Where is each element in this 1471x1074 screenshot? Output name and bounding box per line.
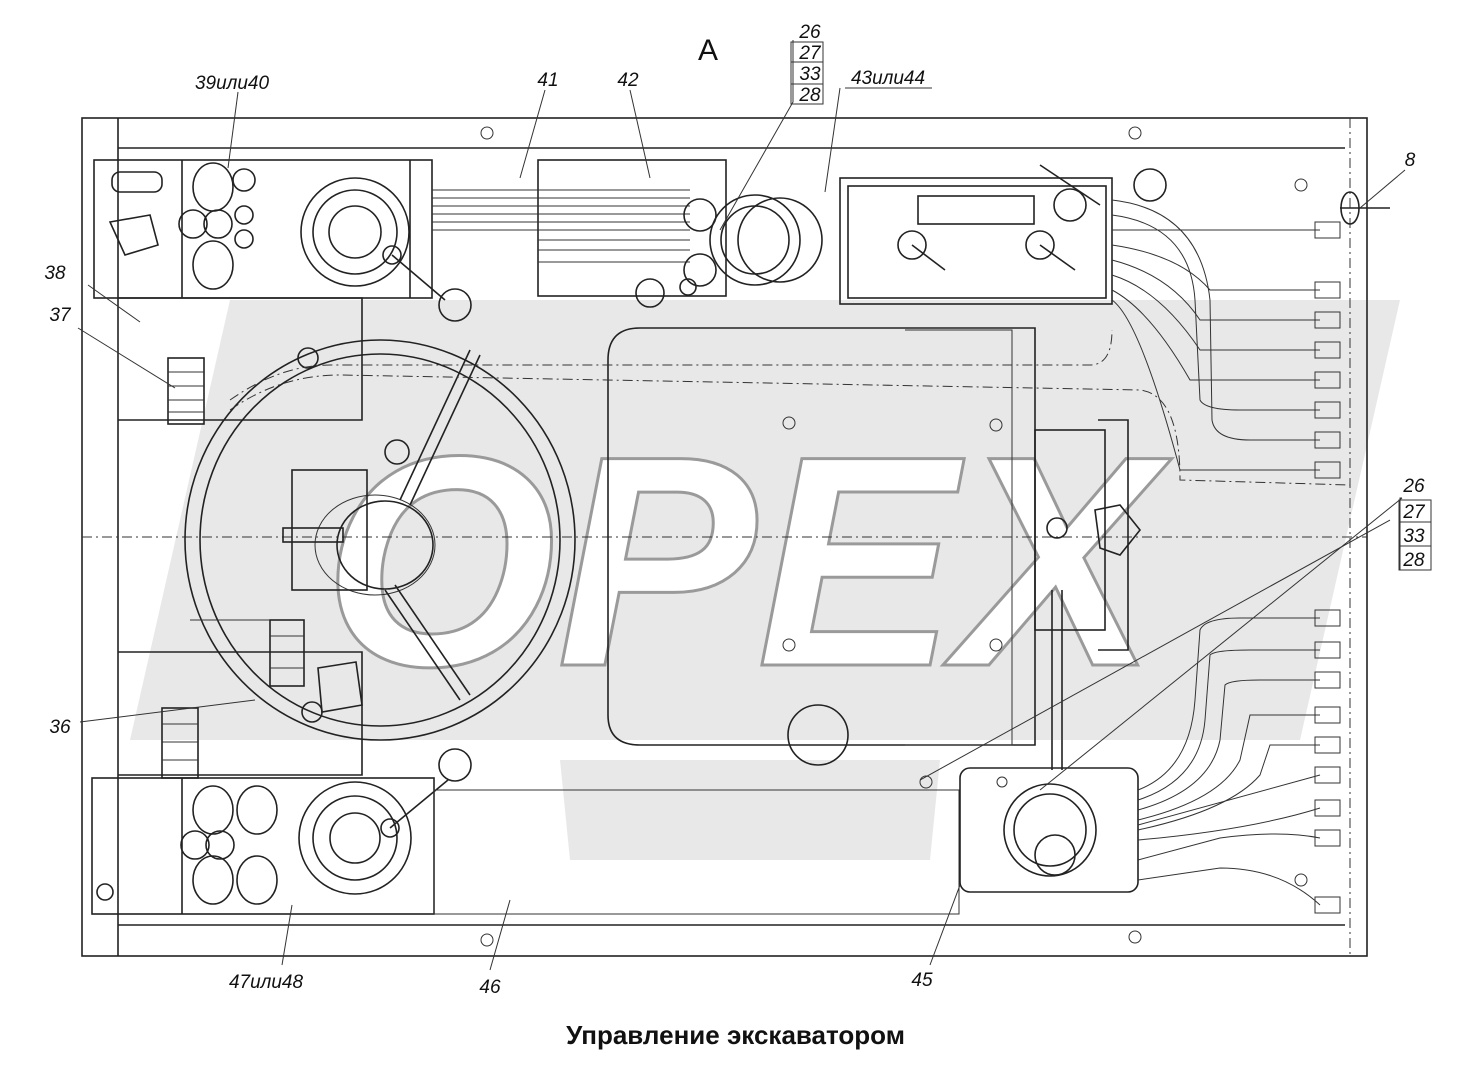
callout-43-44: 43или44 xyxy=(851,68,925,89)
floor-plate xyxy=(607,327,1036,766)
callout-46: 46 xyxy=(479,977,501,998)
panel-43-44 xyxy=(839,164,1167,305)
control-panel-top-left xyxy=(93,159,472,322)
callout-41: 41 xyxy=(537,70,558,91)
hydraulic-lines-bottom xyxy=(1137,609,1341,914)
callout-38: 38 xyxy=(44,263,66,284)
callout-47-48: 47или48 xyxy=(229,972,304,993)
callout-stack-right: 26 27 33 28 xyxy=(1398,476,1432,571)
callout-stack-top-4: 28 xyxy=(798,85,821,106)
callout-8: 8 xyxy=(1405,150,1416,171)
callout-45: 45 xyxy=(911,970,933,991)
right-control-column xyxy=(1034,419,1142,770)
steering-wheel xyxy=(184,339,576,741)
watermark: OPEX xyxy=(130,300,1400,860)
callout-42: 42 xyxy=(617,70,639,91)
callout-stack-right-4: 28 xyxy=(1402,550,1425,571)
callout-36: 36 xyxy=(49,717,71,738)
callout-39-40: 39или40 xyxy=(195,73,270,94)
unit-45 xyxy=(919,767,1139,893)
mount-holes xyxy=(480,126,1308,947)
callout-stack-top-2: 27 xyxy=(798,43,822,64)
control-panel-bottom-left xyxy=(91,748,472,915)
cable-bundle xyxy=(432,159,823,308)
svg-text:OPEX: OPEX xyxy=(323,393,1172,729)
callout-stack-top-1: 26 xyxy=(798,22,821,43)
callout-stack-right-1: 26 xyxy=(1402,476,1425,497)
cabin-frame xyxy=(81,117,1368,957)
leader-lines xyxy=(77,40,1406,971)
callout-stack-right-3: 33 xyxy=(1403,526,1425,547)
callout-stack-right-2: 27 xyxy=(1402,502,1426,523)
hydraulic-lines-top xyxy=(1111,191,1390,479)
left-bracket xyxy=(118,297,363,776)
view-label: А xyxy=(698,34,718,67)
pedal-37 xyxy=(167,357,205,425)
bottom-plate-46 xyxy=(433,789,960,915)
drawing-caption: Управление экскаватором xyxy=(566,1020,905,1050)
callout-stack-top: 26 27 33 28 xyxy=(790,22,824,106)
watermark-text: OPEX xyxy=(322,392,1174,731)
callout-37: 37 xyxy=(49,305,72,326)
callout-stack-top-3: 33 xyxy=(799,64,821,85)
dashed-routing xyxy=(229,329,1351,486)
